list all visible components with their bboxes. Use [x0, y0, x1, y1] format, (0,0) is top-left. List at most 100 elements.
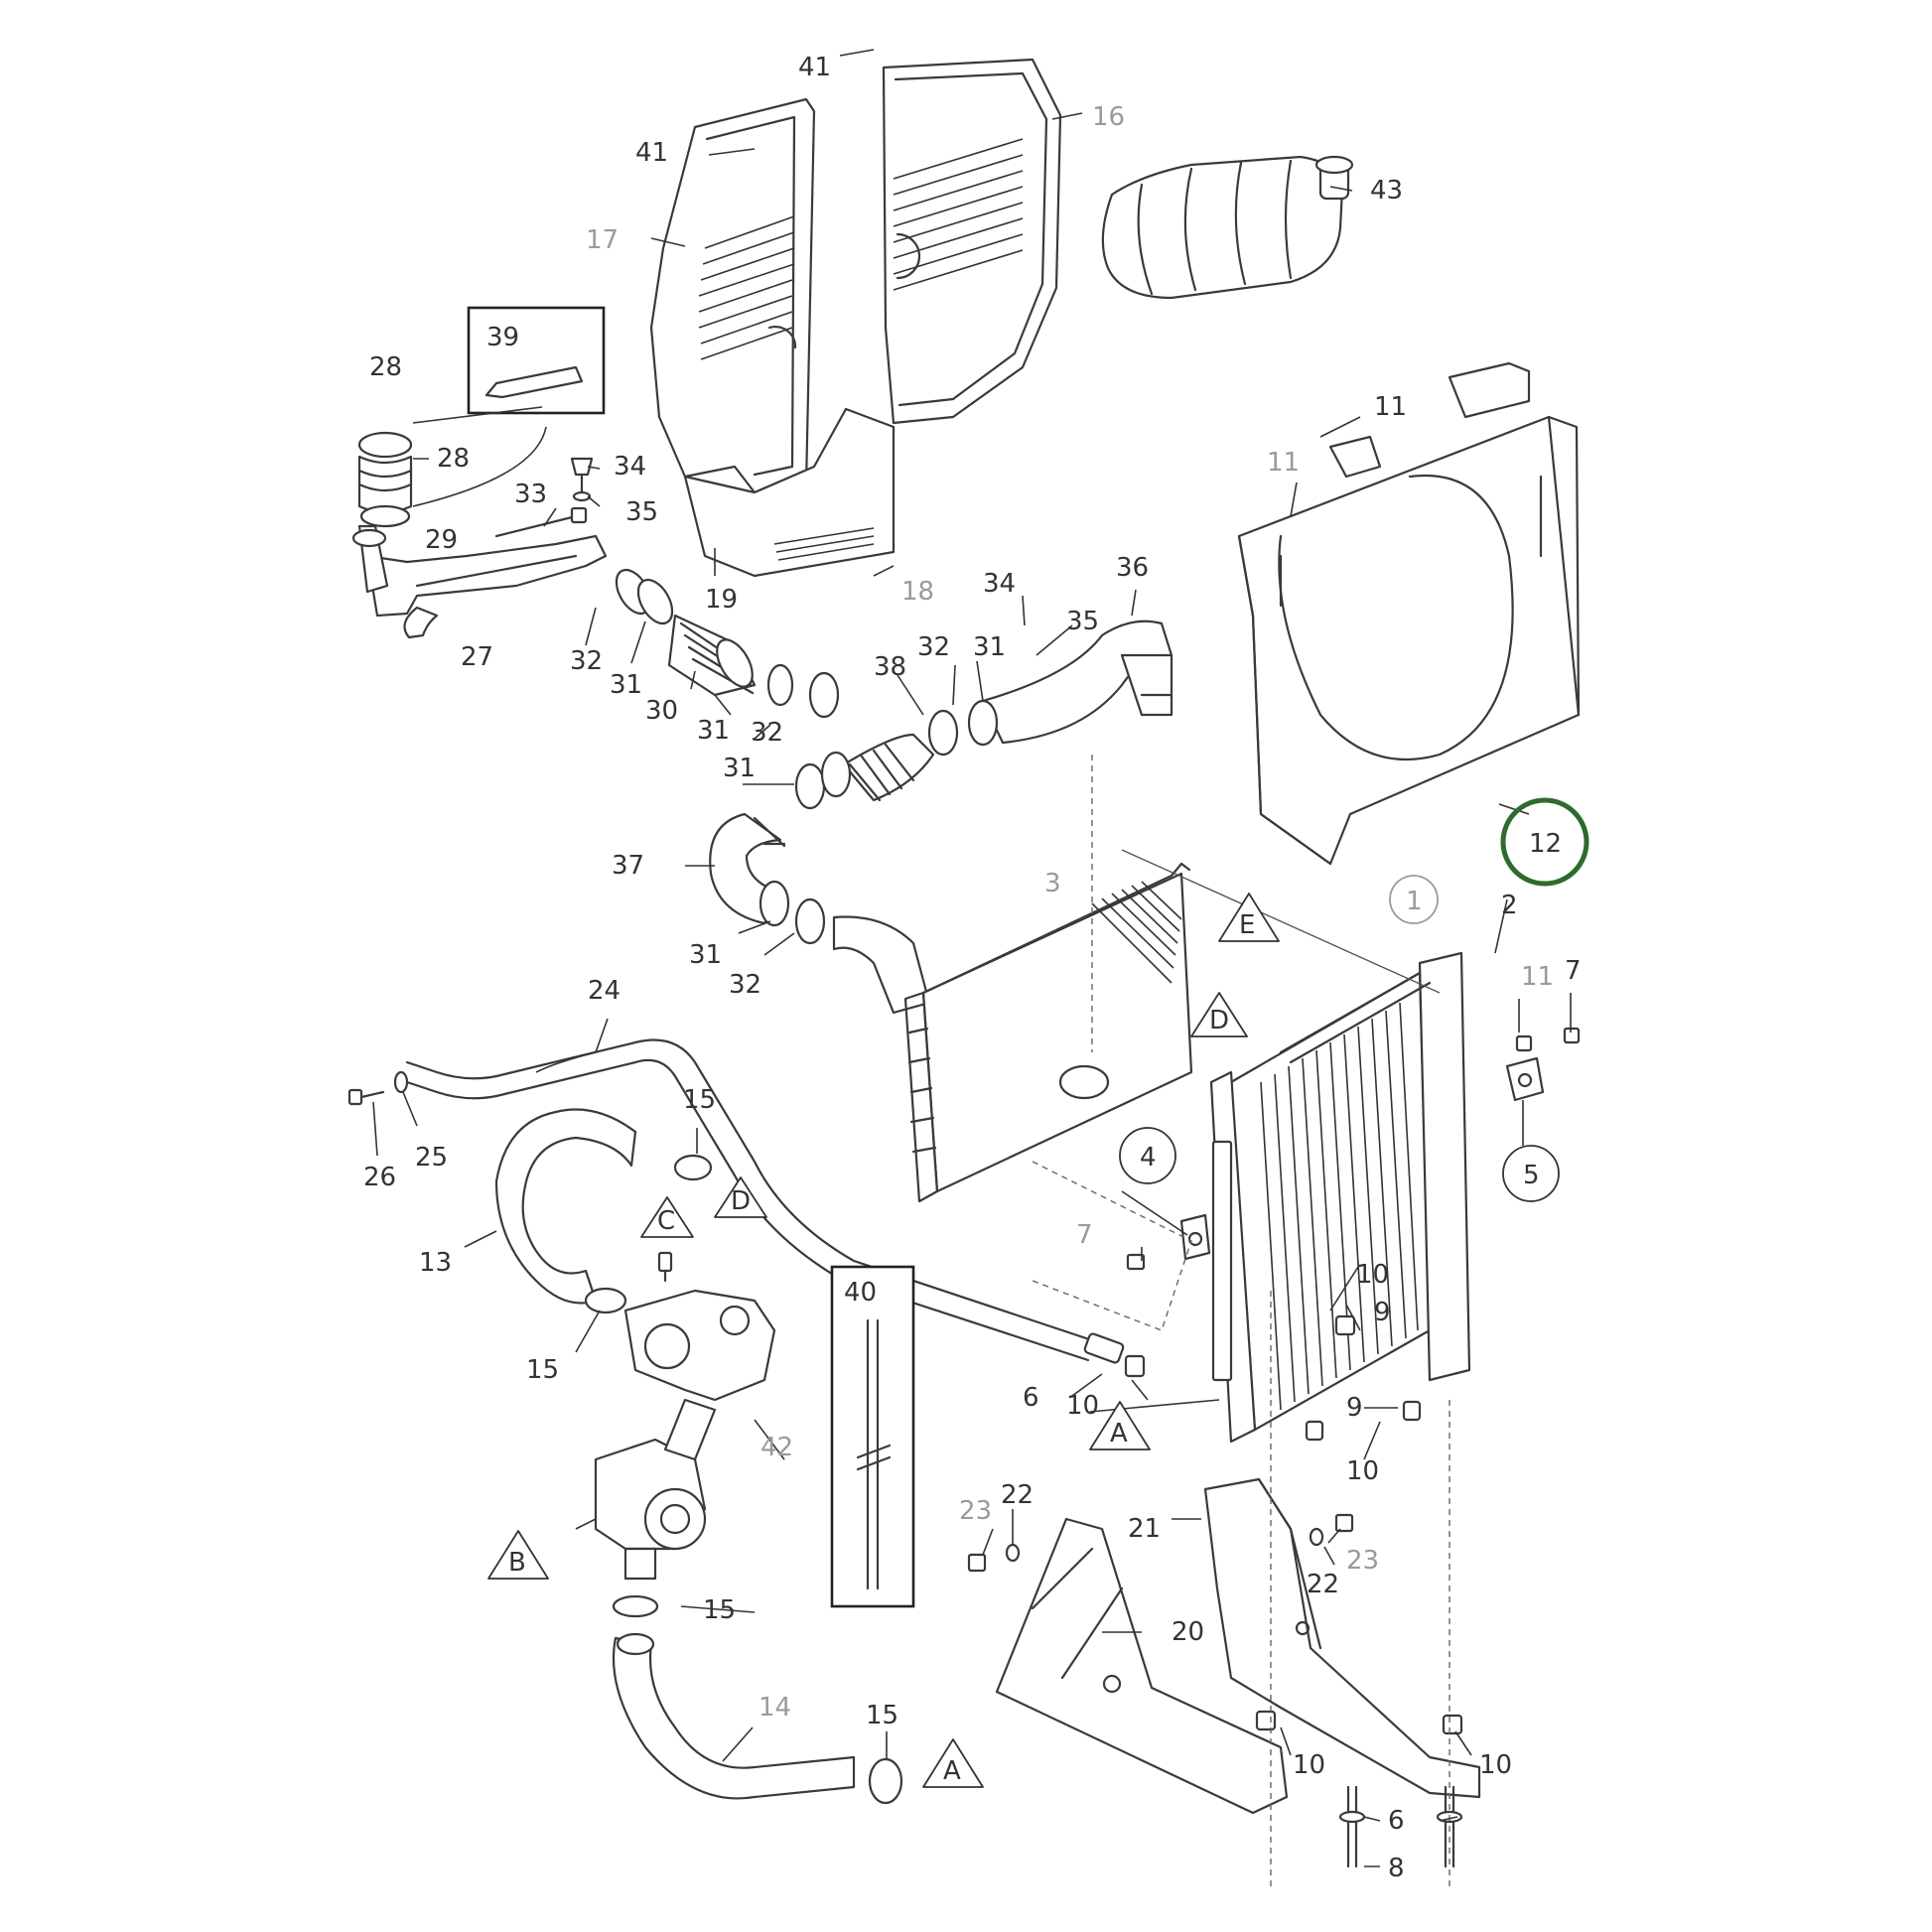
- label-29: 29: [425, 525, 458, 555]
- label-41: 41: [798, 53, 831, 82]
- label-42: 42: [760, 1433, 793, 1462]
- label-1: 1: [1406, 887, 1423, 916]
- label-31: 31: [973, 632, 1006, 662]
- label-21: 21: [1128, 1514, 1161, 1544]
- label-25: 25: [415, 1143, 448, 1173]
- label-13: 13: [419, 1248, 452, 1278]
- label-18: 18: [901, 577, 934, 607]
- hose-36[interactable]: [981, 620, 1173, 745]
- label-23: 23: [1346, 1546, 1379, 1576]
- label-6: 6: [1023, 1383, 1039, 1413]
- bolts-6-8-10[interactable]: [1124, 1314, 1463, 1868]
- label-8: 8: [1388, 1854, 1405, 1883]
- label-15: 15: [526, 1355, 559, 1385]
- fan-shroud-right-half[interactable]: [882, 58, 1062, 425]
- label-9: 9: [1374, 1298, 1391, 1327]
- label-12: 12: [1529, 829, 1562, 859]
- highlight-circle-12: [1500, 797, 1589, 887]
- radiator-shroud-frame[interactable]: [1237, 361, 1581, 866]
- fan-shroud-left-half[interactable]: [649, 97, 896, 578]
- label-11: 11: [1521, 962, 1554, 992]
- coolant-pipe-assembly[interactable]: [351, 524, 608, 639]
- label-10: 10: [1356, 1260, 1389, 1290]
- label-3: 3: [1044, 869, 1061, 898]
- label-7: 7: [1565, 956, 1582, 986]
- label-22: 22: [1307, 1570, 1339, 1599]
- label-10: 10: [1346, 1456, 1379, 1486]
- label-17: 17: [586, 225, 619, 255]
- bolts-22-23[interactable]: [967, 1027, 1581, 1573]
- water-pump[interactable]: [594, 1398, 717, 1581]
- label-35: 35: [1066, 607, 1099, 636]
- label-30: 30: [645, 696, 678, 726]
- clamps-31-32-upper[interactable]: [610, 564, 840, 719]
- label-43: 43: [1370, 176, 1403, 206]
- bracket-21[interactable]: [1203, 1477, 1481, 1799]
- label-31: 31: [610, 670, 642, 700]
- callout-circles: [1119, 797, 1589, 1202]
- label-6: 6: [1388, 1806, 1405, 1836]
- label-36: 36: [1116, 553, 1149, 583]
- label-9: 9: [1346, 1393, 1363, 1423]
- ref-letter-D: D: [1209, 1006, 1229, 1035]
- clamps-15-upper[interactable]: [584, 1154, 713, 1314]
- bolt-26-washer-25[interactable]: [347, 1070, 409, 1106]
- label-15: 15: [683, 1085, 716, 1115]
- tube-kit-box-39: [467, 306, 606, 415]
- clamp-15-bottom[interactable]: [868, 1757, 903, 1805]
- label-24: 24: [588, 976, 621, 1006]
- assembly-guides: [1032, 755, 1450, 1886]
- clamps-31-32-lower[interactable]: [759, 880, 931, 1015]
- bracket-20[interactable]: [995, 1517, 1289, 1815]
- label-5: 5: [1523, 1161, 1540, 1190]
- label-40: 40: [844, 1278, 877, 1308]
- label-15: 15: [703, 1595, 736, 1625]
- reference-letters: E D C D A B A: [508, 910, 1255, 1786]
- leader-lines: [372, 49, 1572, 1867]
- label-32: 32: [917, 632, 950, 662]
- label-11: 11: [1267, 448, 1300, 478]
- label-4: 4: [1140, 1143, 1157, 1173]
- label-28: 28: [437, 444, 470, 474]
- pipe-24[interactable]: [405, 1038, 1125, 1364]
- label-19: 19: [705, 585, 738, 615]
- label-34: 34: [614, 452, 646, 482]
- label-34: 34: [983, 569, 1016, 599]
- radiator-core[interactable]: [1209, 951, 1471, 1444]
- label-10: 10: [1479, 1750, 1512, 1780]
- label-31: 31: [723, 754, 756, 783]
- hose-38[interactable]: [842, 733, 935, 802]
- expansion-tank[interactable]: [1101, 155, 1354, 300]
- label-2: 2: [1501, 891, 1518, 920]
- fastener-34-35-left[interactable]: [570, 457, 594, 502]
- bolt-33[interactable]: [494, 506, 588, 538]
- part-number-labels: 41 41 16 17 43 39 28 28 34 35 29 33 19 1…: [363, 53, 1582, 1883]
- hose-30[interactable]: [667, 614, 759, 697]
- label-33: 33: [514, 480, 547, 509]
- label-20: 20: [1172, 1617, 1204, 1647]
- hose-13[interactable]: [494, 1108, 637, 1305]
- label-26: 26: [363, 1163, 396, 1192]
- intercooler[interactable]: [903, 862, 1193, 1203]
- clamp-15-lower[interactable]: [612, 1594, 659, 1618]
- reference-triangles: [487, 893, 1280, 1788]
- label-10: 10: [1066, 1391, 1099, 1421]
- label-38: 38: [874, 652, 906, 682]
- label-15: 15: [866, 1701, 898, 1730]
- hose-clamp-stack[interactable]: [357, 431, 413, 528]
- label-14: 14: [759, 1693, 791, 1723]
- label-11: 11: [1374, 392, 1407, 422]
- label-23: 23: [959, 1496, 992, 1526]
- label-35: 35: [625, 497, 658, 527]
- ref-letter-C: C: [657, 1206, 675, 1236]
- label-32: 32: [751, 718, 783, 748]
- clamps-31-32-mid[interactable]: [794, 699, 999, 810]
- label-28: 28: [369, 352, 402, 382]
- label-31: 31: [697, 716, 730, 746]
- bracket-4[interactable]: [1179, 1213, 1211, 1261]
- bracket-5[interactable]: [1505, 1056, 1545, 1102]
- ref-letter-B: B: [508, 1548, 526, 1578]
- thermostat-housing[interactable]: [623, 1251, 776, 1402]
- hose-14[interactable]: [612, 1632, 856, 1800]
